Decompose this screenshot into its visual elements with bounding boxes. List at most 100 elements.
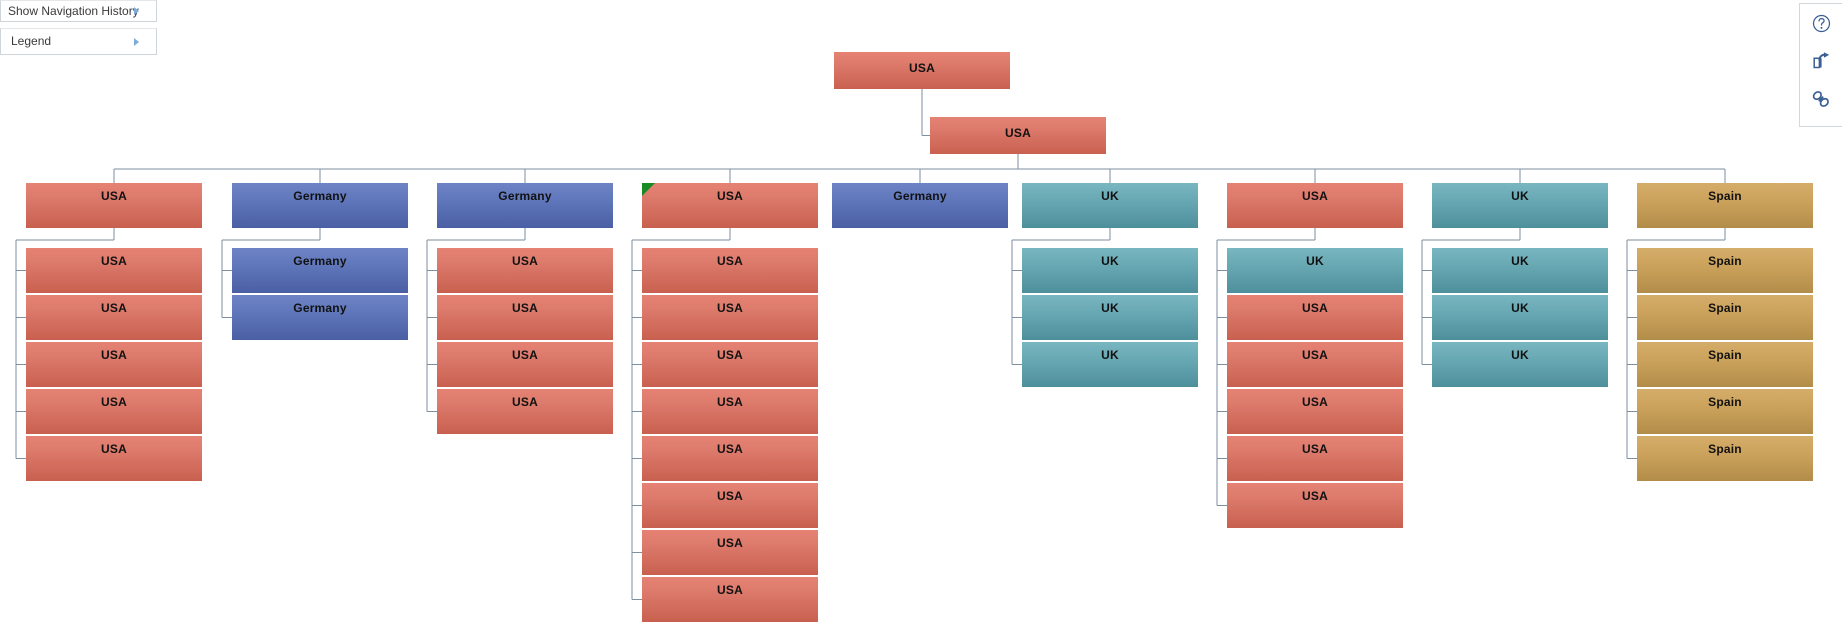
- link-chain-icon: [1811, 89, 1831, 109]
- help-button[interactable]: [1800, 4, 1842, 42]
- org-node-uk[interactable]: UK: [1022, 342, 1198, 387]
- org-node-label: USA: [1302, 442, 1328, 456]
- org-node-uk[interactable]: UK: [1022, 183, 1198, 228]
- org-node-usa[interactable]: USA: [930, 117, 1106, 154]
- org-node-label: USA: [512, 395, 538, 409]
- org-node-label: UK: [1511, 301, 1529, 315]
- org-node-label: Spain: [1708, 348, 1742, 362]
- org-node-label: UK: [1101, 189, 1119, 203]
- org-node-label: Germany: [293, 189, 347, 203]
- org-node-uk[interactable]: UK: [1022, 248, 1198, 293]
- context-menu-panel[interactable]: Show Navigation History Legend: [0, 0, 157, 55]
- org-node-label: USA: [1302, 301, 1328, 315]
- org-node-usa[interactable]: USA: [642, 436, 818, 481]
- org-node-label: UK: [1511, 254, 1529, 268]
- org-node-label: UK: [1306, 254, 1324, 268]
- link-button[interactable]: [1800, 80, 1842, 118]
- org-node-usa[interactable]: USA: [642, 342, 818, 387]
- org-node-uk[interactable]: UK: [1432, 342, 1608, 387]
- org-node-label: USA: [717, 301, 743, 315]
- org-node-label: USA: [512, 348, 538, 362]
- org-node-label: USA: [101, 254, 127, 268]
- org-node-label: Spain: [1708, 254, 1742, 268]
- org-node-label: USA: [512, 301, 538, 315]
- org-node-label: Germany: [893, 189, 947, 203]
- org-node-usa[interactable]: USA: [26, 295, 202, 340]
- org-node-spain[interactable]: Spain: [1637, 436, 1813, 481]
- org-node-germany[interactable]: Germany: [232, 183, 408, 228]
- org-node-label: USA: [1302, 189, 1328, 203]
- org-node-label: UK: [1101, 301, 1119, 315]
- org-node-label: Germany: [498, 189, 552, 203]
- org-node-usa[interactable]: USA: [437, 342, 613, 387]
- org-node-usa[interactable]: USA: [642, 483, 818, 528]
- org-node-usa[interactable]: USA: [437, 389, 613, 434]
- org-node-uk[interactable]: UK: [1022, 295, 1198, 340]
- menu-item-label: Legend: [11, 34, 52, 48]
- org-node-usa[interactable]: USA: [26, 183, 202, 228]
- org-node-germany[interactable]: Germany: [232, 295, 408, 340]
- org-node-label: USA: [717, 536, 743, 550]
- org-node-usa[interactable]: USA: [642, 295, 818, 340]
- org-node-label: USA: [101, 348, 127, 362]
- chart-toolbar[interactable]: [1799, 3, 1842, 127]
- org-node-label: USA: [717, 442, 743, 456]
- org-node-label: USA: [717, 395, 743, 409]
- org-node-germany[interactable]: Germany: [437, 183, 613, 228]
- org-node-label: Germany: [293, 301, 347, 315]
- org-node-label: USA: [717, 254, 743, 268]
- org-node-usa[interactable]: USA: [1227, 342, 1403, 387]
- org-node-label: USA: [717, 189, 743, 203]
- org-node-label: Germany: [293, 254, 347, 268]
- org-node-label: USA: [1302, 395, 1328, 409]
- org-node-usa[interactable]: USA: [642, 248, 818, 293]
- org-node-label: UK: [1511, 189, 1529, 203]
- org-node-label: USA: [1302, 348, 1328, 362]
- org-node-usa[interactable]: USA: [1227, 295, 1403, 340]
- org-node-usa[interactable]: USA: [437, 295, 613, 340]
- org-node-usa[interactable]: USA: [1227, 389, 1403, 434]
- org-node-usa[interactable]: USA: [834, 52, 1010, 89]
- org-node-label: Spain: [1708, 301, 1742, 315]
- org-node-usa[interactable]: USA: [642, 183, 818, 228]
- org-node-label: UK: [1511, 348, 1529, 362]
- org-node-usa[interactable]: USA: [26, 248, 202, 293]
- org-node-usa[interactable]: USA: [1227, 183, 1403, 228]
- org-node-usa[interactable]: USA: [26, 389, 202, 434]
- org-node-spain[interactable]: Spain: [1637, 389, 1813, 434]
- org-node-usa[interactable]: USA: [26, 342, 202, 387]
- org-node-usa[interactable]: USA: [1227, 483, 1403, 528]
- menu-item-show-navigation-history[interactable]: Show Navigation History: [0, 0, 157, 22]
- org-node-usa[interactable]: USA: [437, 248, 613, 293]
- org-node-spain[interactable]: Spain: [1637, 183, 1813, 228]
- menu-item-legend[interactable]: Legend: [0, 28, 157, 55]
- org-node-uk[interactable]: UK: [1432, 183, 1608, 228]
- org-node-spain[interactable]: Spain: [1637, 342, 1813, 387]
- org-node-label: Spain: [1708, 442, 1742, 456]
- menu-item-label: Show Navigation History: [8, 4, 139, 18]
- org-node-label: USA: [512, 254, 538, 268]
- org-node-germany[interactable]: Germany: [832, 183, 1008, 228]
- org-node-label: UK: [1101, 348, 1119, 362]
- org-node-usa[interactable]: USA: [642, 577, 818, 622]
- org-node-label: USA: [909, 61, 935, 75]
- org-node-label: USA: [101, 395, 127, 409]
- help-icon: [1812, 14, 1831, 33]
- org-node-uk[interactable]: UK: [1432, 248, 1608, 293]
- org-node-label: USA: [1005, 126, 1031, 140]
- share-export-icon: [1811, 51, 1831, 71]
- share-export-button[interactable]: [1800, 42, 1842, 80]
- org-node-usa[interactable]: USA: [642, 530, 818, 575]
- org-node-label: USA: [717, 583, 743, 597]
- org-node-uk[interactable]: UK: [1432, 295, 1608, 340]
- org-node-germany[interactable]: Germany: [232, 248, 408, 293]
- org-node-usa[interactable]: USA: [26, 436, 202, 481]
- org-node-spain[interactable]: Spain: [1637, 295, 1813, 340]
- org-node-usa[interactable]: USA: [1227, 436, 1403, 481]
- org-node-label: USA: [1302, 489, 1328, 503]
- org-node-spain[interactable]: Spain: [1637, 248, 1813, 293]
- org-node-usa[interactable]: USA: [642, 389, 818, 434]
- org-node-uk[interactable]: UK: [1227, 248, 1403, 293]
